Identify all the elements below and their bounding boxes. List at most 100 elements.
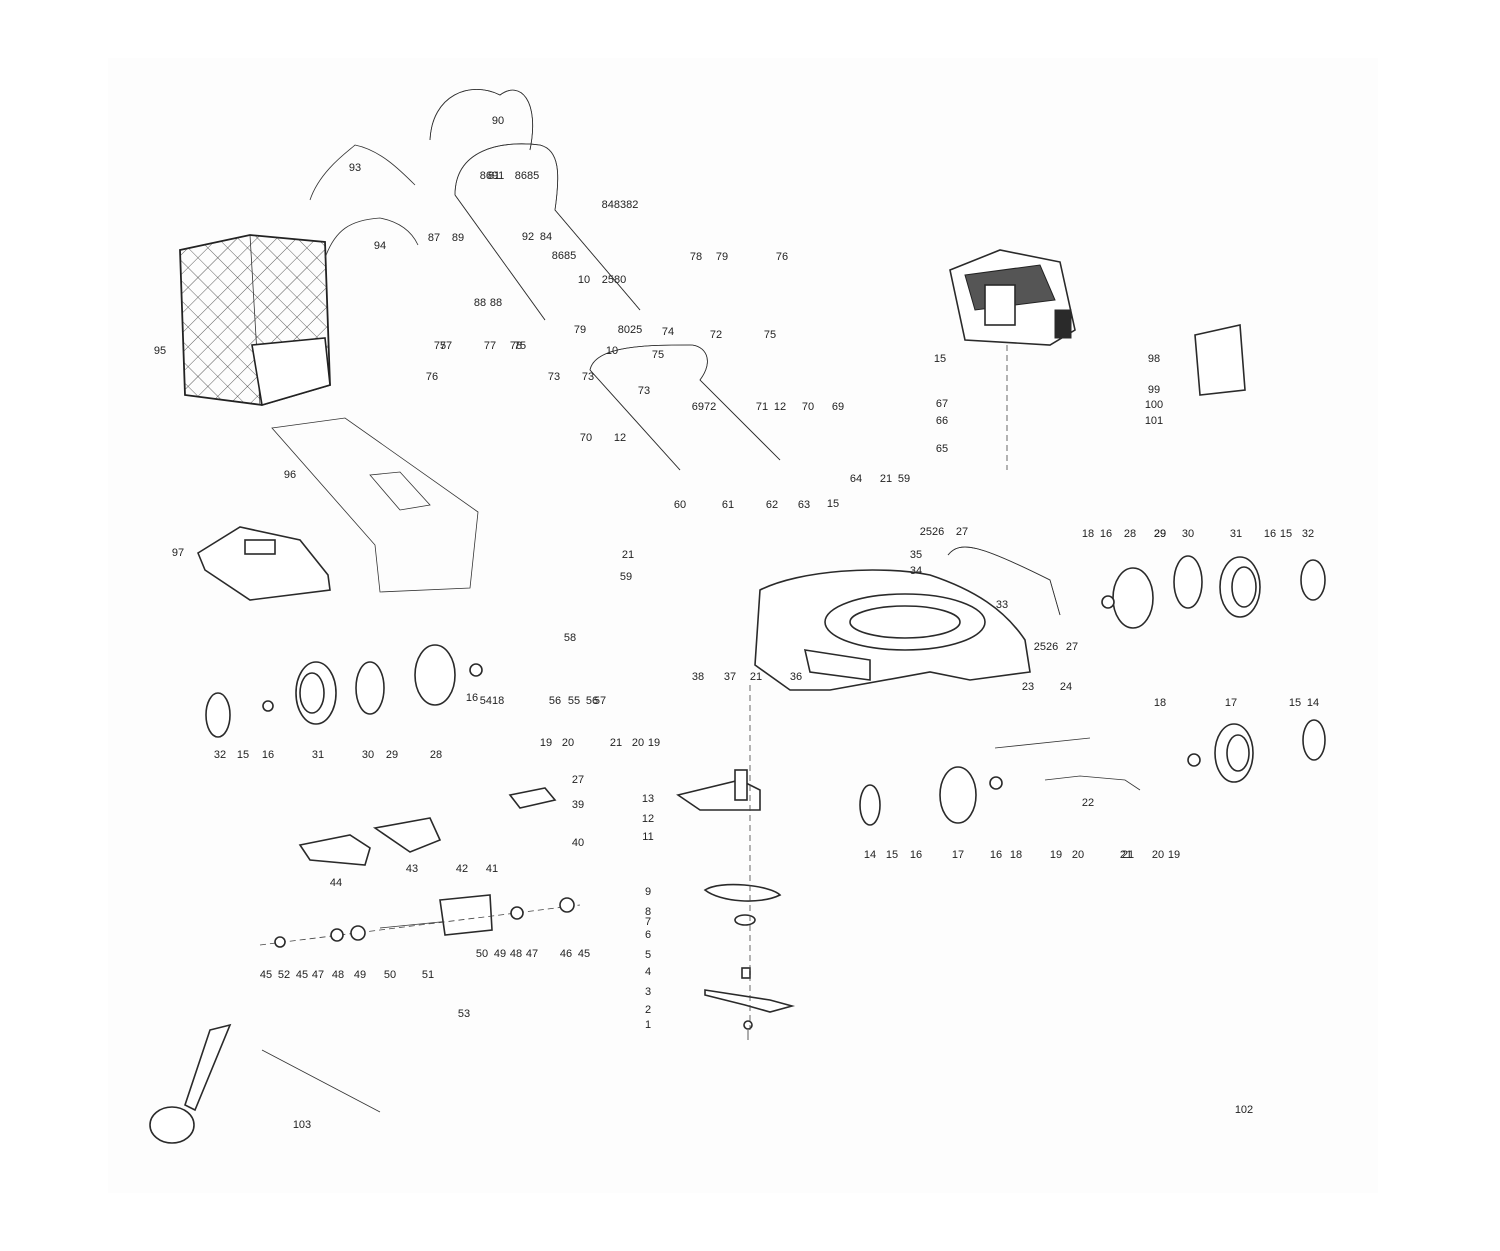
part-label: 63 (798, 499, 810, 511)
part-label: 47 (312, 969, 324, 981)
part-label: 49 (354, 969, 366, 981)
part-label: 56 (586, 695, 598, 707)
part-label: 73 (582, 371, 594, 383)
part-label: 14 (1307, 697, 1319, 709)
part-label: 2526 (920, 526, 944, 538)
part-label: 49 (494, 948, 506, 960)
part-label: 95 (154, 345, 166, 357)
part-label: 77 (484, 340, 496, 352)
part-label: 8691 (480, 170, 504, 182)
part-label: 21 (880, 473, 892, 485)
part-label: 66 (936, 415, 948, 427)
part-label: 75 (514, 340, 526, 352)
part-label: 16 (1100, 528, 1112, 540)
part-label: 101 (1145, 415, 1163, 427)
part-label: 76 (776, 251, 788, 263)
part-label: 20 (632, 737, 644, 749)
part-label: 10 (578, 274, 590, 286)
part-label: 89 (452, 232, 464, 244)
part-label: 75 (652, 349, 664, 361)
part-label: 16 (910, 849, 922, 861)
part-label: 48 (510, 948, 522, 960)
part-label: 45 (578, 948, 590, 960)
part-label: 28 (1124, 528, 1136, 540)
part-label: 100 (1145, 399, 1163, 411)
part-label: 97 (172, 547, 184, 559)
front-wheels (859, 719, 1326, 826)
part-label: 19 (540, 737, 552, 749)
part-label: 45 (296, 969, 308, 981)
part-label: 72 (710, 329, 722, 341)
part-label: 29 (386, 749, 398, 761)
part-label: 70 (580, 432, 592, 444)
part-label: 59 (898, 473, 910, 485)
part-label: 102 (1235, 1104, 1253, 1116)
part-label: 98 (1148, 353, 1160, 365)
part-label: 15 (237, 749, 249, 761)
part-label: 13 (642, 793, 654, 805)
part-label: 50 (384, 969, 396, 981)
part-label: 20 (1072, 849, 1084, 861)
part-label: 30 (362, 749, 374, 761)
part-label: 30 (1182, 528, 1194, 540)
part-label: 16 (1264, 528, 1276, 540)
part-label: 32 (214, 749, 226, 761)
rear-wheel-right (1101, 555, 1326, 629)
part-label: 10 (606, 345, 618, 357)
part-label: 29 (1154, 528, 1166, 540)
part-label: 81 (488, 170, 500, 182)
part-label: 99 (1148, 384, 1160, 396)
part-label: 84 (540, 231, 552, 243)
part-label: 104 (0, 0, 9, 3)
part-label: 19 (648, 737, 660, 749)
part-label: 31 (1230, 528, 1242, 540)
part-label: 29 (1154, 528, 1166, 540)
part-label: 34 (910, 565, 922, 577)
part-label: 41 (486, 863, 498, 875)
part-label: 18 (1010, 849, 1022, 861)
mulching-tool (149, 1023, 381, 1144)
part-label: 9 (645, 886, 651, 898)
part-label: 73 (638, 385, 650, 397)
part-label: 8025 (618, 324, 642, 336)
rear-guard (1194, 324, 1246, 396)
part-label: 38 (692, 671, 704, 683)
part-label: 45 (260, 969, 272, 981)
part-label: 71 (756, 401, 768, 413)
part-label: 88 (474, 297, 486, 309)
part-label: 15 (827, 498, 839, 510)
part-label: 22 (1082, 797, 1094, 809)
part-label: 20 (562, 737, 574, 749)
part-label: 87 (428, 232, 440, 244)
part-label: 64 (850, 473, 862, 485)
part-label: 52 (278, 969, 290, 981)
part-label: 21 (622, 549, 634, 561)
part-label: 96 (284, 469, 296, 481)
part-label: 4 (645, 966, 651, 978)
part-label: 3 (645, 986, 651, 998)
part-label: 12 (614, 432, 626, 444)
part-label: 8685 (552, 250, 576, 262)
part-label: 1 (645, 1019, 651, 1031)
part-label: 19 (1168, 849, 1180, 861)
part-label: 19 (1050, 849, 1062, 861)
part-label: 21 (610, 737, 622, 749)
part-label: 15 (1280, 528, 1292, 540)
gearbox (259, 894, 581, 948)
part-label: 12 (642, 813, 654, 825)
blade-assembly (676, 685, 796, 1040)
part-label: 36 (790, 671, 802, 683)
part-label: 32 (1302, 528, 1314, 540)
part-label: 73 (548, 371, 560, 383)
control-bars (309, 144, 419, 259)
part-label: 15 (1289, 697, 1301, 709)
part-label: 35 (910, 549, 922, 561)
part-label: 44 (330, 877, 342, 889)
part-label: 2526 (1034, 641, 1058, 653)
part-label: 15 (886, 849, 898, 861)
part-label: 18 (1082, 528, 1094, 540)
part-label: 21 (750, 671, 762, 683)
part-label: 8 (645, 906, 651, 918)
mower-deck (754, 569, 1031, 691)
